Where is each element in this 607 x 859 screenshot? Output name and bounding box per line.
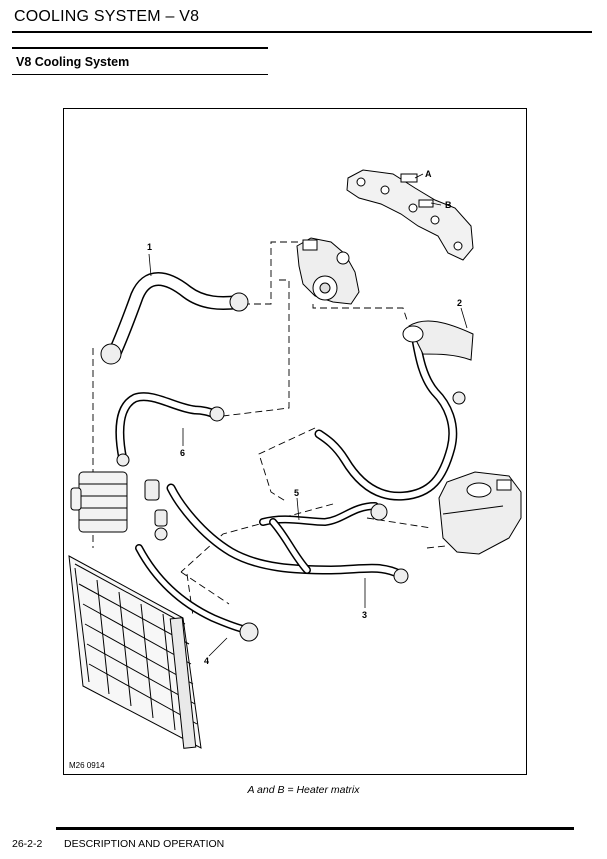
cooling-system-diagram: 1 2 6 5 3 4 A B M26 0914	[63, 108, 527, 775]
callout-4: 4	[204, 656, 209, 666]
figure-caption: A and B = Heater matrix	[247, 784, 360, 796]
diagram-frame	[63, 108, 527, 775]
footer-rule	[56, 827, 574, 830]
callout-2: 2	[457, 298, 462, 308]
section-rule-top	[12, 47, 268, 49]
section-rule-bottom	[12, 74, 268, 75]
hose-junction	[144, 479, 168, 541]
header-rule	[12, 31, 592, 33]
figure-reference-code: M26 0914	[69, 761, 105, 770]
header-title: COOLING SYSTEM – V8	[14, 8, 200, 25]
callout-5: 5	[294, 488, 299, 498]
water-pump-housing	[296, 237, 360, 305]
footer-page-number: 26-2-2	[12, 838, 43, 850]
hose-5	[259, 502, 388, 527]
expansion-tank	[438, 471, 522, 555]
hose-6	[115, 392, 225, 467]
hose-2	[314, 320, 474, 501]
hose-3	[166, 483, 409, 584]
callout-6: 6	[180, 448, 185, 458]
heater-matrix-part	[346, 169, 474, 261]
callout-1: 1	[147, 242, 152, 252]
hose-1	[100, 272, 249, 365]
callout-3: 3	[362, 610, 367, 620]
radiator	[68, 555, 202, 749]
hose-4	[135, 544, 259, 642]
callout-a: A	[425, 169, 432, 179]
oil-cooler	[70, 471, 128, 533]
footer-section-name: DESCRIPTION AND OPERATION	[64, 838, 225, 850]
section-title: V8 Cooling System	[16, 55, 130, 69]
callout-b: B	[445, 200, 452, 210]
